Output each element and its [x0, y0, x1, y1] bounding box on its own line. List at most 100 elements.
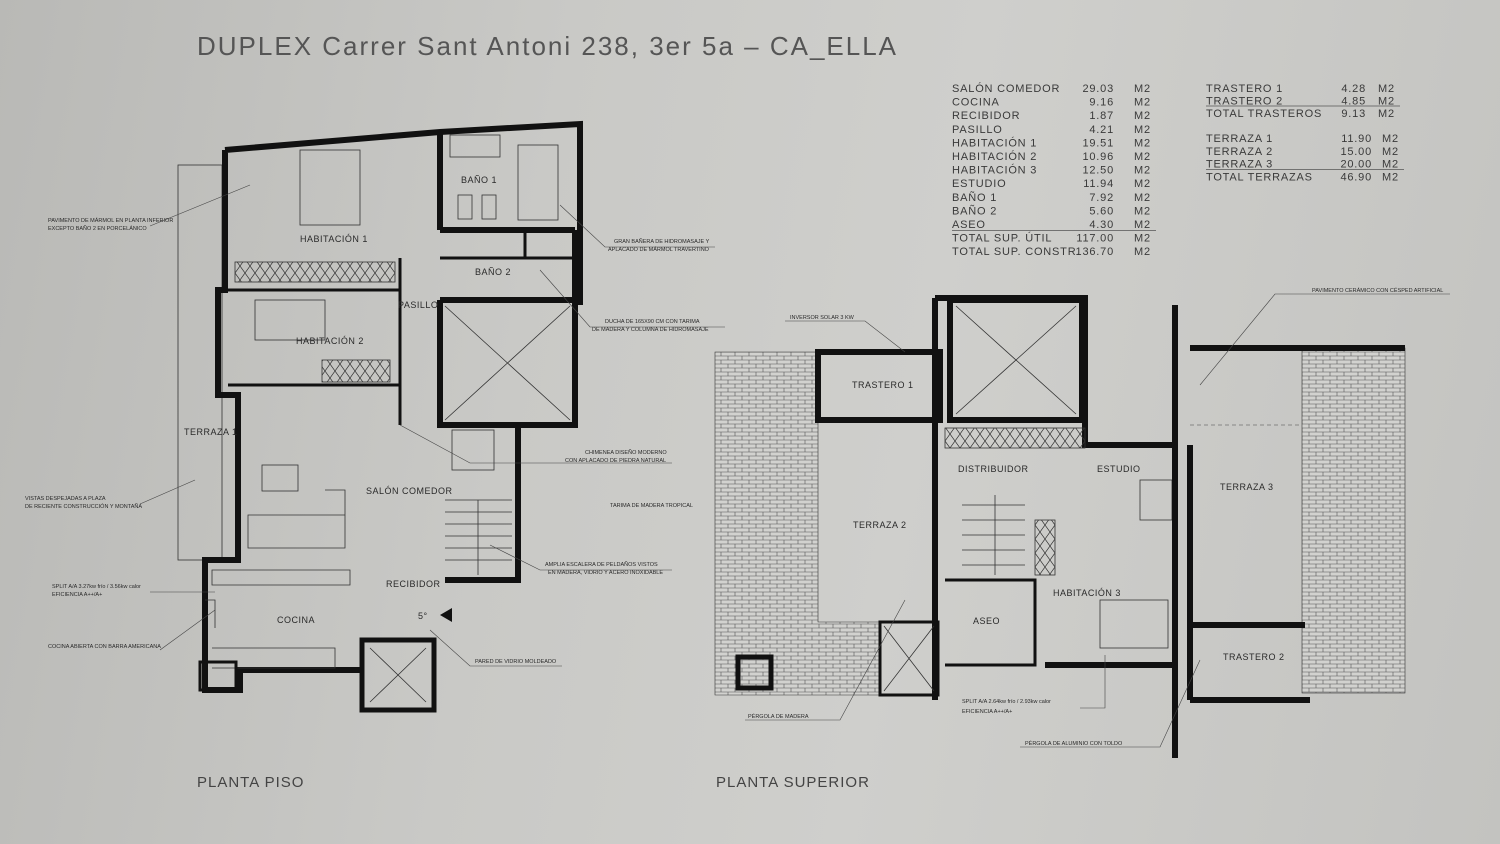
- area-room: TOTAL TRASTEROS: [1206, 108, 1322, 120]
- area-value: 4.30: [1089, 219, 1114, 231]
- area-room: TOTAL TERRAZAS: [1206, 171, 1313, 183]
- sink-counter: [449, 134, 501, 158]
- area-unit: M2: [1382, 133, 1399, 145]
- room-habitacion-2: HABITACIÓN 2: [296, 336, 364, 346]
- leader-views: [139, 479, 196, 505]
- note-shower-1: DUCHA DE 165X90 CM CON TARIMA: [605, 319, 700, 325]
- leader-bath: [559, 204, 715, 248]
- ground-inner-walls: [228, 258, 402, 425]
- ground-outer-wall-2: [437, 132, 578, 583]
- room-estudio: ESTUDIO: [1097, 464, 1141, 474]
- area-room: BAÑO 2: [952, 204, 997, 217]
- leader-split-upper: [1080, 655, 1106, 709]
- area-room: TOTAL SUP. CONSTR.: [952, 246, 1080, 258]
- area-room: TERRAZA 2: [1206, 146, 1273, 158]
- leader-floor: [149, 184, 251, 227]
- room-recibidor: RECIBIDOR: [386, 579, 441, 589]
- area-unit: M2: [1382, 171, 1399, 183]
- upper-floor-plan: TRASTERO 1 TERRAZA 2 DISTRIBUIDOR ESTUDI…: [714, 287, 1450, 791]
- kitchen-stub: [205, 599, 216, 628]
- pergola-wood-frame: [878, 620, 940, 697]
- ground-void-cross: [444, 305, 571, 421]
- area-room: TRASTERO 2: [1206, 96, 1283, 108]
- area-unit: M2: [1134, 246, 1151, 258]
- note-split-1: SPLIT A/A 3.27kw frío / 3.56kw calor: [52, 584, 141, 590]
- note-pergola-wood: PÉRGOLA DE MADERA: [748, 713, 809, 720]
- leader-pergola-alu: [1020, 659, 1201, 748]
- area-value: 20.00: [1340, 159, 1372, 171]
- note-kitchen: COCINA ABIERTA CON BARRA AMERICANA: [48, 644, 161, 650]
- ground-elevator-shaft: [359, 637, 437, 713]
- note-bath-2: APLACADO DE MÁRMOL TRAVERTINO: [608, 246, 710, 253]
- area-value: 4.85: [1341, 96, 1366, 108]
- area-room: TOTAL SUP. ÚTIL: [952, 232, 1052, 245]
- terraza-1-outline: [177, 164, 223, 561]
- ground-void-wall: [437, 297, 575, 428]
- note-deck: TARIMA DE MADERA TROPICAL: [610, 503, 693, 509]
- note-views-2: DE RECIENTE CONSTRUCCIÓN Y MONTAÑA: [25, 503, 142, 510]
- area-value: 11.90: [1341, 133, 1372, 145]
- note-floor-2: EXCEPTO BAÑO 2 EN PORCELÁNICO: [48, 225, 147, 232]
- area-unit: M2: [1134, 219, 1151, 231]
- area-unit: M2: [1134, 110, 1151, 122]
- label-planta-superior: PLANTA SUPERIOR: [716, 774, 870, 791]
- note-fire-1: CHIMENEA DISEÑO MODERNO: [585, 449, 667, 456]
- leader-fire: [399, 424, 672, 464]
- note-shower-2: DE MADERA Y COLUMNA DE HIDROMASAJE: [592, 327, 709, 333]
- area-room: TERRAZA 3: [1206, 159, 1273, 171]
- area-unit: M2: [1134, 97, 1151, 109]
- leader-solar: [785, 320, 906, 353]
- ground-bath-walls: [440, 230, 575, 260]
- room-habitacion-1: HABITACIÓN 1: [300, 234, 368, 244]
- area-room: ESTUDIO: [952, 178, 1007, 190]
- area-room: HABITACIÓN 1: [952, 136, 1037, 149]
- area-unit: M2: [1134, 192, 1151, 204]
- terraza-3-paving: [1301, 347, 1406, 694]
- note-pergola-alu: PÉRGOLA DE ALUMINIO CON TOLDO: [1025, 740, 1123, 747]
- kitchen-counters: [211, 569, 351, 669]
- area-room: HABITACIÓN 2: [952, 150, 1037, 163]
- leader-kitchen: [159, 609, 216, 651]
- upper-shaft-box: [735, 654, 774, 691]
- aseo-walls: [945, 578, 1037, 667]
- leader-ceramic: [1199, 293, 1450, 386]
- area-room: PASILLO: [952, 124, 1003, 136]
- wardrobe-1: [234, 261, 396, 283]
- note-split-1-upper: SPLIT A/A 2.64kw frío / 2.93kw calor: [962, 699, 1051, 705]
- area-value: 9.16: [1089, 97, 1114, 109]
- note-stairs-1: AMPLIA ESCALERA DE PELDAÑOS VISTOS: [545, 561, 658, 568]
- area-unit: M2: [1382, 146, 1399, 158]
- room-terraza-1: TERRAZA 1: [184, 427, 238, 437]
- area-room: COCINA: [952, 97, 1000, 109]
- room-bano-2: BAÑO 2: [475, 267, 511, 277]
- wardrobe-2: [321, 359, 391, 383]
- note-floor-1: PAVIMENTO DE MÁRMOL EN PLANTA INFERIOR: [48, 217, 173, 224]
- room-cocina: COCINA: [277, 615, 315, 625]
- trastero-1-walls: [815, 349, 943, 423]
- note-split-2-upper: EFICIENCIA A++/A+: [962, 709, 1012, 715]
- upper-core-walls: [932, 295, 1178, 700]
- bed-3: [1099, 599, 1169, 649]
- area-unit: M2: [1134, 124, 1151, 136]
- area-value: 9.13: [1341, 108, 1366, 120]
- ground-elevator-cross: [369, 647, 427, 703]
- note-views-1: VISTAS DESPEJADAS A PLAZA: [25, 496, 106, 502]
- upper-void-cross: [955, 305, 1077, 415]
- toilet: [457, 194, 473, 220]
- note-bath-1: GRAN BAÑERA DE HIDROMASAJE Y: [614, 238, 710, 245]
- room-habitacion-3: HABITACIÓN 3: [1053, 588, 1121, 598]
- area-value: 117.00: [1076, 233, 1114, 245]
- area-unit: M2: [1134, 151, 1151, 163]
- area-unit: M2: [1378, 96, 1395, 108]
- desk: [1139, 479, 1173, 521]
- area-unit: M2: [1378, 108, 1395, 120]
- area-unit: M2: [1382, 159, 1399, 171]
- room-pasillo: PASILLO: [398, 300, 438, 310]
- area-value: 1.87: [1089, 110, 1114, 122]
- area-value: 29.03: [1082, 83, 1114, 95]
- terraza-3-walls: [1172, 305, 1405, 758]
- ground-stairs: [445, 499, 512, 575]
